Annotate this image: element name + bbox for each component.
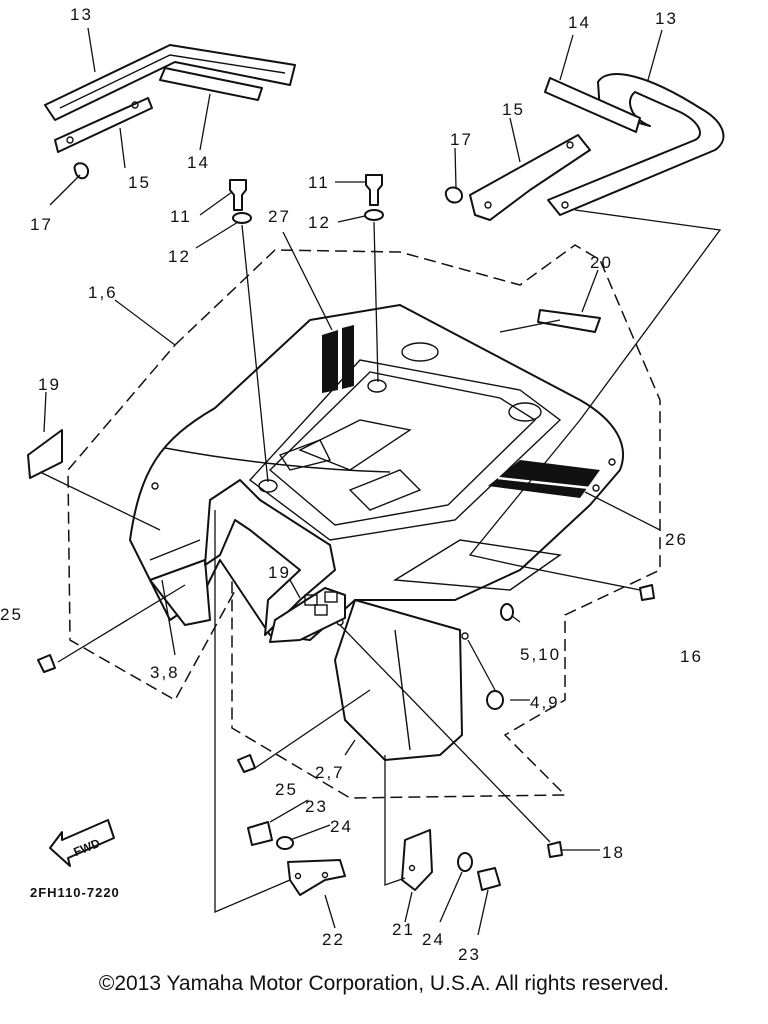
callout-label: 24	[422, 930, 445, 949]
callout-label: 19	[268, 563, 291, 582]
callout-label: 3,8	[150, 663, 180, 682]
callout-label: 12	[168, 247, 191, 266]
callout-label: 17	[30, 215, 53, 234]
label-20	[537, 309, 601, 333]
reflector-19-loose	[27, 429, 63, 479]
callout-label: 19	[38, 375, 61, 394]
callout-label: 25	[275, 780, 298, 799]
callout-label: 1,6	[88, 283, 118, 302]
callout-label: 17	[450, 130, 473, 149]
flap-bracket	[149, 559, 211, 626]
callout-label: 27	[268, 207, 291, 226]
callout-label: 22	[322, 930, 345, 949]
callout-label: 23	[458, 945, 481, 960]
copyright-notice: ©2013 Yamaha Motor Corporation, U.S.A. A…	[98, 972, 670, 995]
callout-label: 15	[128, 173, 151, 192]
callout-label: 13	[655, 9, 678, 28]
callout-label: 12	[308, 213, 331, 232]
reflector-19	[269, 587, 346, 643]
callout-label: 11	[308, 173, 330, 192]
parts-diagram: FWD 2FH110-7220 13 14 13 15 14 15 17 17 …	[0, 5, 725, 960]
callout-label: 16	[680, 647, 703, 666]
callout-label: 4,9	[530, 693, 560, 712]
left-bracket-set	[44, 44, 296, 180]
fwd-arrow-icon: FWD	[49, 819, 115, 867]
callout-label: 15	[502, 100, 525, 119]
callout-label: 26	[665, 530, 688, 549]
callout-label: 5,10	[520, 645, 561, 664]
assembly-outlines	[67, 244, 661, 799]
callout-label: 25	[0, 605, 23, 624]
callout-label: 11	[170, 207, 192, 226]
fasteners	[37, 584, 655, 896]
rear-fender	[129, 304, 625, 641]
stripe-decal-27	[322, 325, 354, 393]
callout-label: 2,7	[315, 763, 345, 782]
callout-label: 23	[305, 797, 328, 816]
callouts: 13 14 13 15 14 15 17 17 11 11 12 12 27 1…	[0, 5, 703, 960]
callout-label: 18	[602, 843, 625, 862]
diagram-code: 2FH110-7220	[30, 885, 120, 900]
callout-label: 14	[187, 153, 210, 172]
callout-label: 13	[70, 5, 93, 24]
leader-lines	[39, 27, 722, 936]
fender-mount	[204, 479, 336, 636]
stripe-decal-26	[488, 460, 600, 498]
callout-label: 20	[590, 253, 613, 272]
callout-label: 24	[330, 817, 353, 836]
callout-label: 21	[392, 920, 415, 939]
right-bracket-set	[444, 73, 725, 221]
callout-label: 14	[568, 13, 591, 32]
top-bolts	[229, 174, 384, 483]
